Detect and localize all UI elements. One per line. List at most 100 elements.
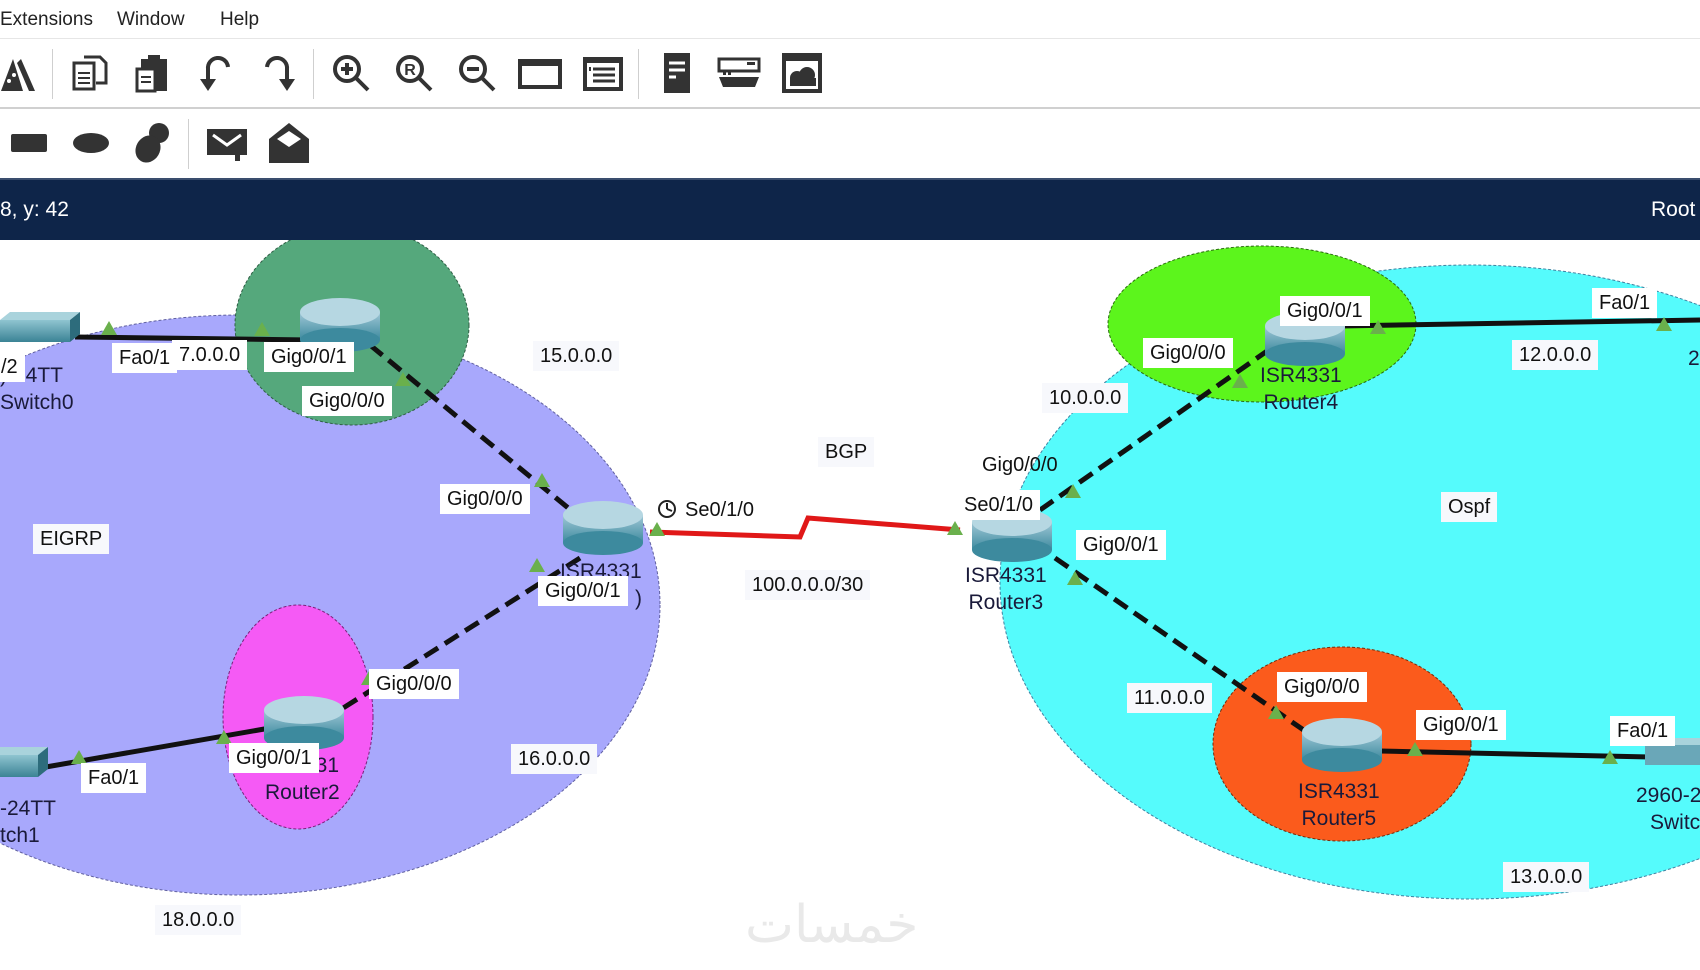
paste-icon (135, 55, 167, 93)
freeform-tool-button[interactable] (130, 120, 176, 166)
port-label[interactable]: Gig0/0/1 (264, 342, 354, 372)
router4-icon[interactable] (1265, 312, 1345, 366)
simple-pdu-button[interactable] (204, 120, 250, 166)
copy-button[interactable] (67, 50, 113, 96)
copy-icon (72, 55, 108, 91)
network-label[interactable]: 18.0.0.0 (155, 905, 242, 935)
router2-icon[interactable] (264, 696, 344, 750)
port-label[interactable]: Gig0/0/1 (1076, 530, 1166, 560)
zoom-reset-icon: R (396, 55, 433, 92)
port-label[interactable]: Se0/1/0 (685, 499, 754, 521)
network-label[interactable]: 10.0.0.0 (1042, 383, 1129, 413)
device-model: ISR4331 (965, 564, 1047, 587)
port-up-icon (529, 558, 545, 572)
link-router5-switch[interactable] (1379, 748, 1651, 760)
menu-help[interactable]: Help (220, 9, 260, 30)
port-label[interactable]: Se0/1/0 (957, 490, 1040, 520)
network-label[interactable]: 15.0.0.0 (533, 341, 620, 371)
router5-icon[interactable] (1302, 718, 1382, 772)
port-label[interactable]: Gig0/0/0 (1277, 672, 1367, 702)
port-label[interactable]: Gig0/0/1 (1416, 710, 1506, 740)
port-label[interactable]: Gig0/0/0 (1143, 338, 1233, 368)
device-name: Router3 (968, 591, 1044, 614)
main-toolbar: R (0, 39, 1700, 109)
device-model: ISR4331 (1260, 364, 1342, 387)
zoom-reset-button[interactable]: R (391, 50, 437, 96)
activity-wizard-button[interactable] (0, 50, 42, 96)
zoom-in-icon (333, 55, 370, 92)
drawing-palette-button[interactable] (517, 50, 563, 96)
complex-pdu-icon (269, 123, 309, 163)
port-up-icon (649, 522, 665, 536)
zoom-out-button[interactable] (454, 50, 500, 96)
custom-device-dialog-button[interactable] (580, 50, 626, 96)
port-label[interactable]: Gig0/0/1 (229, 743, 319, 773)
port-label[interactable]: Fa0/1 (1610, 716, 1676, 746)
device-name: ) (635, 587, 642, 610)
router0-icon[interactable] (563, 501, 643, 555)
network-label[interactable]: 13.0.0.0 (1503, 862, 1590, 892)
link-router1-router0[interactable] (368, 343, 597, 532)
network-label[interactable]: 100.0.0.0/30 (745, 570, 871, 600)
port-label[interactable]: Gig0/0/0 (369, 669, 459, 699)
port-label[interactable]: Fa0/1 (1592, 288, 1658, 318)
network-device-button[interactable] (716, 50, 762, 96)
ospf-area[interactable] (999, 264, 1700, 900)
zoom-out-icon (459, 55, 496, 92)
port-up-icon (1602, 750, 1618, 764)
port-up-icon (254, 322, 270, 336)
area-label-ospf[interactable]: Ospf (1441, 492, 1498, 522)
network-label[interactable]: 11.0.0.0 (1127, 683, 1212, 713)
port-up-icon (1268, 705, 1284, 719)
toolbar-separator (52, 49, 53, 99)
network-label[interactable]: 7.0.0.0 (172, 340, 248, 370)
port-up-icon (71, 750, 87, 764)
port-up-icon (1370, 320, 1386, 334)
cloud-window-button[interactable] (779, 50, 825, 96)
undo-button[interactable] (193, 50, 239, 96)
network-label[interactable]: 16.0.0.0 (511, 744, 598, 774)
network-label[interactable]: 12.0.0.0 (1512, 340, 1599, 370)
port-label[interactable]: Gig0/0/0 (982, 454, 1058, 476)
switch0-icon[interactable] (0, 312, 80, 342)
port-up-icon (1065, 484, 1081, 498)
port-label[interactable]: Gig0/0/0 (440, 484, 530, 514)
switch1-label: -24TT tch1 (0, 795, 56, 849)
area-label-eigrp[interactable]: EIGRP (33, 524, 110, 554)
menu-extensions[interactable]: Extensions (0, 9, 93, 30)
port-label[interactable]: Fa0/1 (112, 343, 178, 373)
link-router4-switch[interactable] (1339, 317, 1700, 329)
ellipse-tool-button[interactable] (68, 120, 114, 166)
viewport-icon (664, 53, 690, 93)
rectangle-tool-button[interactable] (6, 120, 52, 166)
port-label[interactable]: Gig0/0/1 (538, 576, 628, 606)
redo-button[interactable] (256, 50, 302, 96)
link-switch0-router1[interactable] (74, 334, 311, 343)
zoom-in-button[interactable] (328, 50, 374, 96)
complex-pdu-button[interactable] (266, 120, 312, 166)
switch-right-top-label: 2 (1688, 345, 1700, 372)
status-bar: 8, y: 42 Root (0, 178, 1700, 242)
port-up-icon (947, 521, 963, 535)
link-router3-router4[interactable] (1038, 339, 1282, 513)
port-label[interactable]: Gig0/0/1 (1280, 296, 1370, 326)
switch1-icon[interactable] (0, 747, 48, 777)
port-label[interactable]: Fa0/1 (81, 763, 147, 793)
svg-text:R: R (404, 62, 416, 79)
paste-button[interactable] (130, 50, 176, 96)
port-up-icon (216, 730, 232, 744)
logical-workspace[interactable]: )-24TT Switch0 -24TT tch1 ISR4331 ) 31 R… (0, 240, 1700, 970)
device-name: Router2 (265, 781, 340, 804)
device-model: 31 (315, 754, 340, 777)
root-breadcrumb[interactable]: Root (1651, 198, 1696, 221)
serial-link-router0-router3[interactable] (649, 515, 961, 540)
viewport-button[interactable] (653, 50, 699, 96)
menu-window[interactable]: Window (117, 9, 185, 30)
watermark: خمسات (745, 895, 919, 955)
port-label[interactable]: Gig0/0/0 (302, 386, 392, 416)
activity-wizard-icon (1, 59, 35, 91)
area-label-bgp[interactable]: BGP (818, 437, 875, 467)
rectangle-icon (11, 134, 47, 152)
router5-label: ISR4331 Router5 (1298, 778, 1380, 832)
port-label[interactable]: /2 (0, 352, 25, 382)
